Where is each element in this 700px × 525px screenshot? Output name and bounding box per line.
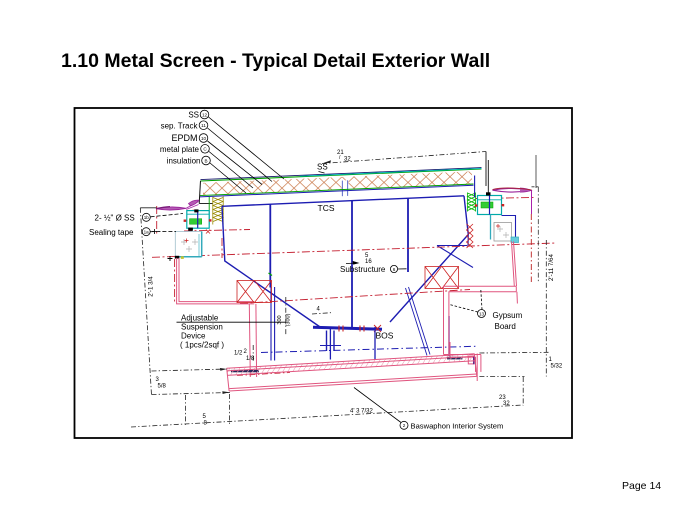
svg-text:2: 2 (244, 349, 248, 355)
svg-text:4' 3 7/32: 4' 3 7/32 (350, 409, 373, 415)
svg-text:( 1pcs/2sqf ): ( 1pcs/2sqf ) (180, 340, 224, 349)
svg-text:BOS: BOS (376, 330, 394, 340)
svg-text:Adjustable: Adjustable (181, 314, 219, 323)
svg-text:4: 4 (317, 307, 321, 313)
svg-text:32: 32 (344, 157, 351, 163)
svg-text:5/8: 5/8 (158, 384, 167, 390)
svg-text:1/8: 1/8 (246, 356, 255, 362)
svg-text:insulation: insulation (167, 156, 201, 165)
svg-text:13: 13 (479, 311, 485, 316)
svg-text:6: 6 (393, 267, 396, 272)
svg-text:10: 10 (201, 136, 207, 141)
svg-text:SS: SS (188, 110, 199, 119)
svg-text:1a: 1a (144, 230, 150, 235)
svg-text:TCS: TCS (318, 203, 335, 213)
svg-text:8: 8 (204, 421, 208, 427)
svg-text:12: 12 (202, 112, 208, 117)
svg-text:sep. Track: sep. Track (161, 121, 199, 130)
svg-text:SS: SS (317, 162, 328, 171)
svg-text:EPDM: EPDM (171, 133, 197, 143)
svg-text:Suspension: Suspension (181, 323, 223, 332)
svg-text:300: 300 (277, 315, 283, 324)
svg-text:Substructure: Substructure (340, 265, 386, 274)
svg-text:/: / (339, 155, 341, 161)
svg-text:2: 2 (403, 423, 406, 428)
svg-text:Baswaphon Interior System: Baswaphon Interior System (411, 421, 504, 430)
svg-text:1b: 1b (144, 215, 150, 220)
svg-text:16: 16 (365, 259, 372, 265)
svg-text:1/2: 1/2 (234, 351, 243, 357)
svg-text:5: 5 (365, 253, 369, 259)
svg-text:Board: Board (495, 322, 516, 331)
svg-text:2'-11 7/64: 2'-11 7/64 (548, 254, 555, 281)
svg-text:3: 3 (156, 377, 160, 383)
svg-text:5: 5 (203, 414, 207, 420)
svg-text:(300): (300) (285, 313, 291, 326)
svg-text:23: 23 (499, 395, 506, 401)
svg-text:2- ½" Ø SS: 2- ½" Ø SS (95, 213, 135, 222)
svg-text:32: 32 (503, 401, 510, 407)
svg-text:C: C (203, 147, 207, 152)
svg-text:Device: Device (181, 332, 206, 341)
svg-text:metal plate: metal plate (160, 145, 200, 154)
svg-text:1: 1 (549, 357, 553, 363)
svg-text:11: 11 (201, 123, 206, 128)
svg-text:2'-1 3/4: 2'-1 3/4 (148, 276, 155, 297)
svg-text:21: 21 (337, 150, 344, 156)
svg-text:B: B (204, 158, 207, 163)
svg-text:Gypsum: Gypsum (493, 311, 523, 320)
svg-text:Sealing tape: Sealing tape (89, 228, 134, 237)
svg-text:5/32: 5/32 (551, 364, 563, 370)
